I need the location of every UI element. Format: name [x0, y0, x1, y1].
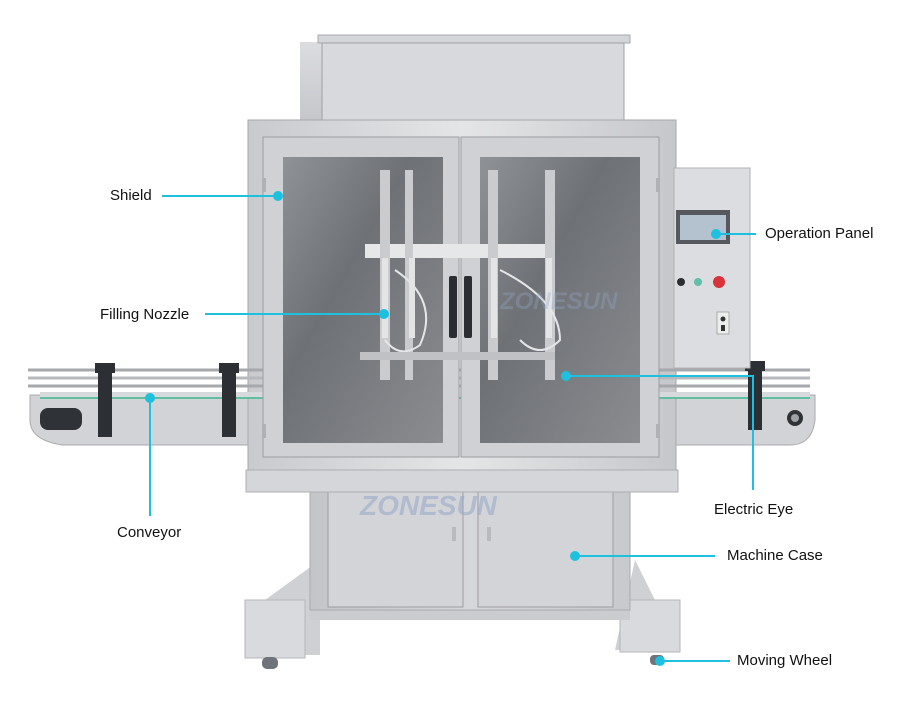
callout-label-electric-eye: Electric Eye [714, 501, 794, 518]
brand-watermark-glass: ZONESUN [500, 288, 618, 315]
callout-label-conveyor: Conveyor [117, 524, 182, 541]
callout-label-operation-panel: Operation Panel [765, 225, 874, 242]
callout-label-filling-nozzle: Filling Nozzle [100, 306, 190, 323]
brand-watermark: ZONESUN [360, 490, 497, 521]
callout-label-moving-wheel: Moving Wheel [737, 652, 833, 669]
callout-label-shield: Shield [110, 187, 152, 204]
callout-label-machine-case: Machine Case [727, 547, 823, 564]
